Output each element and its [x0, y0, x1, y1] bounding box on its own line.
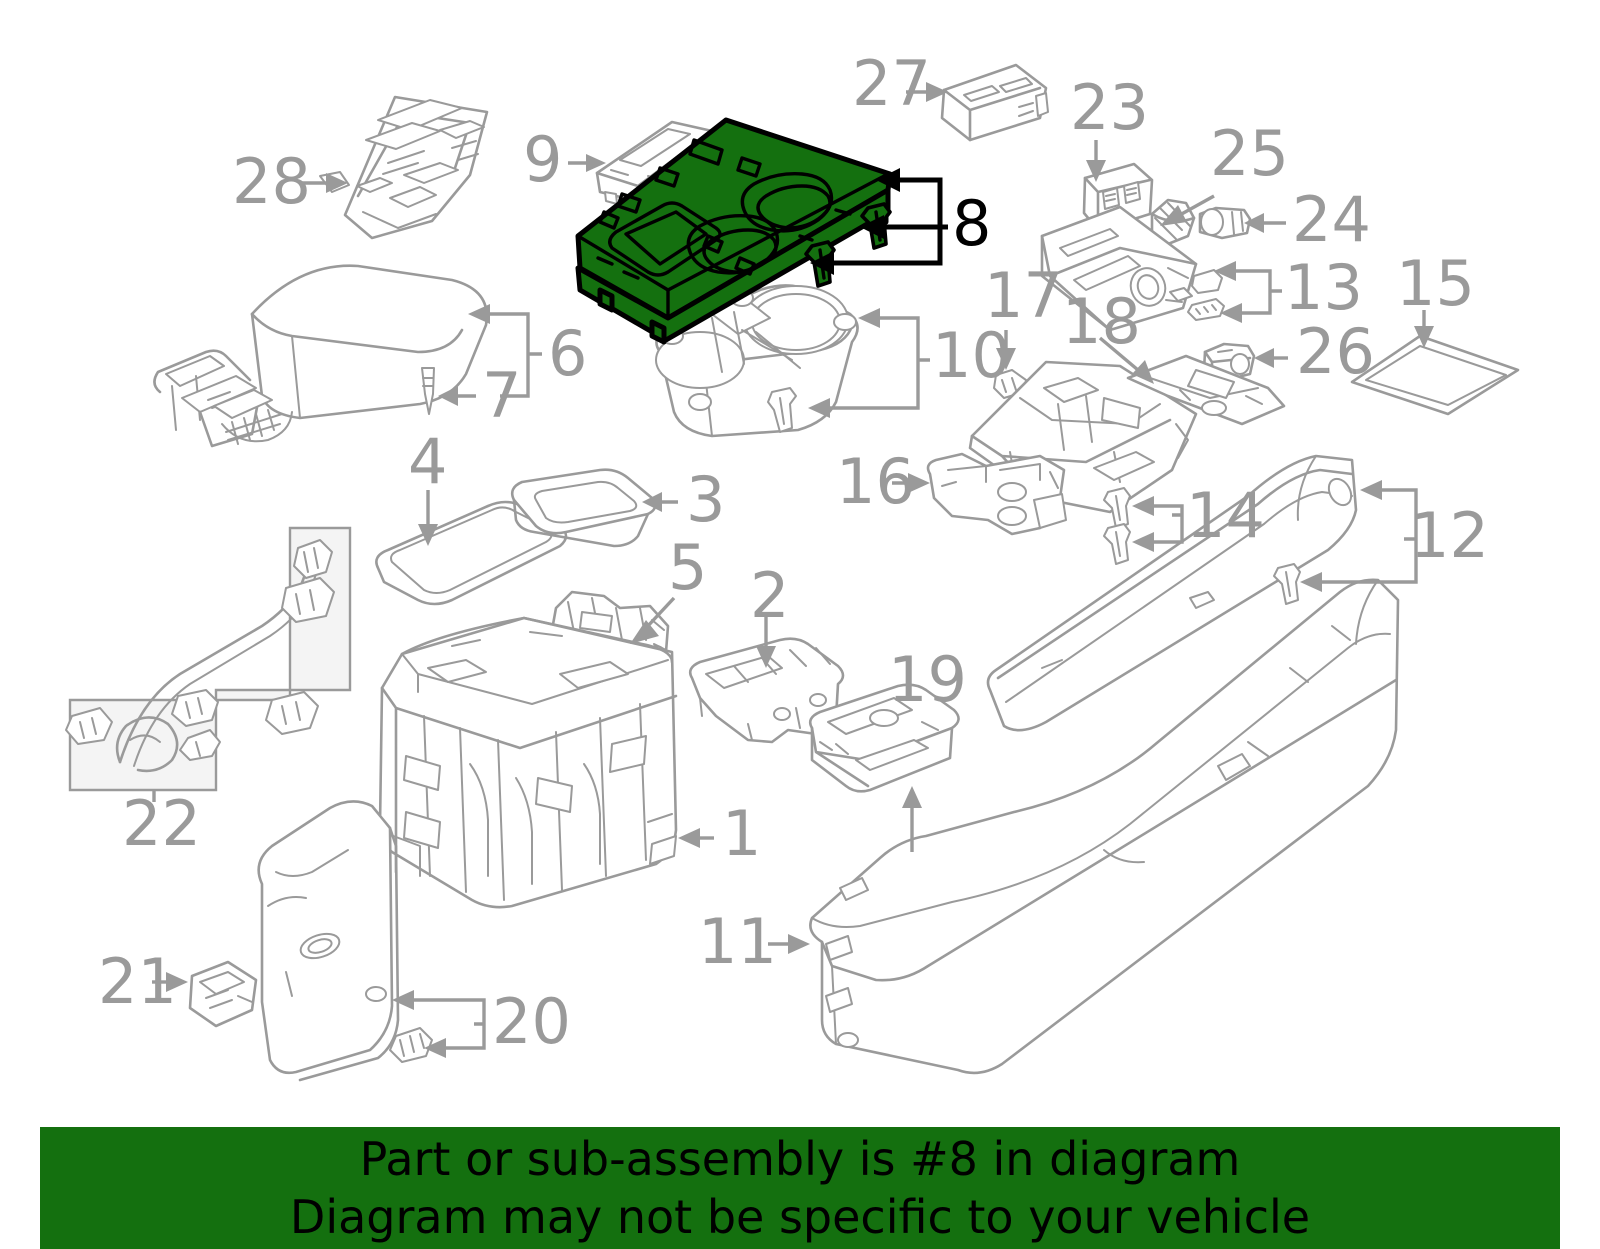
part-13-climate-control-unit — [1040, 205, 1225, 332]
part-22-console-wire-harness — [65, 526, 352, 792]
callout-number-6: 6 — [548, 317, 587, 390]
callout-number-15: 15 — [1396, 247, 1475, 320]
part-10-cup-holder-insert — [655, 284, 859, 438]
part-16-console-bracket-stay — [926, 452, 1067, 536]
leader-4 — [418, 490, 438, 546]
leader-8 — [810, 168, 948, 275]
leader-9 — [568, 154, 606, 172]
leader-5 — [630, 596, 676, 644]
leader-15 — [1414, 310, 1434, 348]
callout-number-19: 19 — [888, 643, 967, 716]
callout-number-10: 10 — [932, 319, 1011, 392]
part-21-panel-grommet — [188, 960, 258, 1028]
callout-number-23: 23 — [1070, 71, 1149, 144]
leader-17 — [996, 330, 1016, 370]
callout-number-3: 3 — [686, 463, 725, 536]
callout-number-28: 28 — [232, 145, 311, 218]
callout-number-21: 21 — [98, 945, 177, 1018]
leader-18 — [1098, 336, 1154, 384]
leader-25 — [1160, 194, 1215, 226]
leader-19 — [902, 786, 922, 852]
leader-1 — [678, 828, 714, 848]
part-7-armrest-hinge-pin — [421, 367, 435, 415]
leader-27 — [906, 82, 948, 102]
part-6-armrest-lid-assembly — [153, 264, 489, 448]
callout-number-16: 16 — [836, 445, 915, 518]
part-left-console-side-panel — [257, 800, 433, 1082]
part-27-usb-aux-port-unit — [940, 63, 1049, 142]
callout-number-17: 17 — [984, 259, 1063, 332]
part-3-small-storage-tray — [510, 468, 657, 548]
callout-number-18: 18 — [1062, 285, 1141, 358]
leader-23 — [1086, 140, 1106, 182]
leader-2 — [756, 616, 776, 668]
caption-banner: Part or sub-assembly is #8 in diagram Di… — [40, 1127, 1560, 1249]
callout-number-2: 2 — [750, 559, 789, 632]
part-15-storage-box-mat — [1350, 334, 1520, 416]
leader-20 — [392, 990, 486, 1058]
part-12-console-side-garnish — [986, 454, 1358, 732]
callout-number-22: 22 — [122, 787, 201, 860]
callout-number-7: 7 — [482, 359, 521, 432]
callout-number-11: 11 — [698, 905, 777, 978]
part-19-control-unit-module — [808, 683, 960, 793]
leader-11 — [768, 934, 810, 954]
leader-16 — [892, 473, 930, 493]
callout-number-12: 12 — [1410, 499, 1489, 572]
callout-number-13: 13 — [1284, 251, 1363, 324]
callout-number-1: 1 — [722, 797, 761, 870]
part-8-console-cup-holder-panel — [575, 117, 893, 345]
callout-number-25: 25 — [1210, 117, 1289, 190]
callout-number-20: 20 — [492, 985, 571, 1058]
caption-line-2: Diagram may not be specific to your vehi… — [289, 1190, 1311, 1244]
callout-number-24: 24 — [1292, 183, 1371, 256]
leader-6 — [468, 304, 542, 398]
callout-number-5: 5 — [668, 531, 707, 604]
caption-line-1: Part or sub-assembly is #8 in diagram — [359, 1132, 1241, 1186]
leader-7 — [438, 386, 476, 406]
part-1-console-body — [378, 616, 678, 909]
leader-21 — [152, 972, 188, 992]
callout-number-8: 8 — [952, 187, 991, 260]
leader-24 — [1244, 213, 1286, 233]
leader-26 — [1254, 348, 1288, 368]
part-24-accessory-socket — [1198, 206, 1252, 240]
leader-14 — [1132, 496, 1184, 552]
leader-13 — [1214, 261, 1282, 323]
part-11-right-console-side-panel — [809, 578, 1400, 1075]
leader-12 — [1300, 480, 1418, 592]
leader-28 — [300, 173, 348, 193]
callout-number-14: 14 — [1186, 479, 1265, 552]
callout-number-27: 27 — [852, 47, 931, 120]
leader-10 — [808, 308, 930, 418]
callout-number-9: 9 — [523, 123, 562, 196]
callout-number-26: 26 — [1296, 315, 1375, 388]
part-28-shifter-switch-panel — [319, 95, 489, 240]
leader-3 — [642, 492, 678, 512]
callout-number-4: 4 — [408, 425, 447, 498]
